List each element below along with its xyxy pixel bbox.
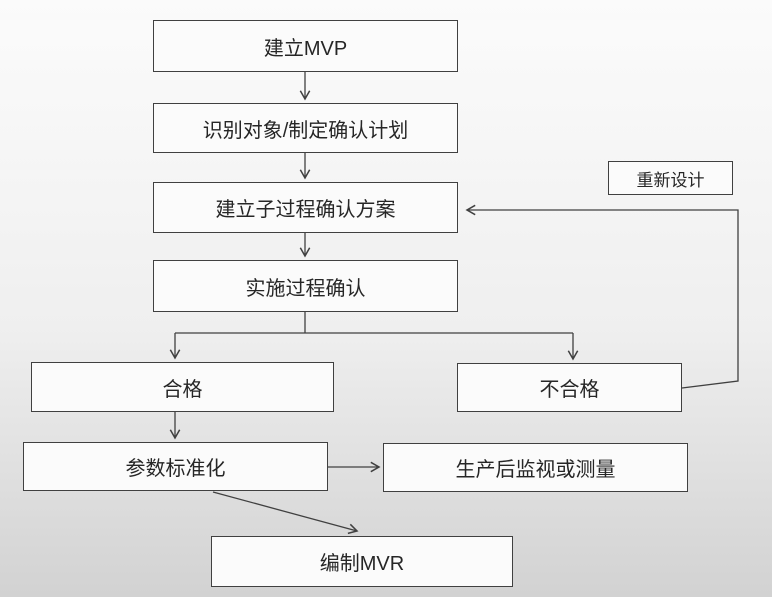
node-unqualified: 不合格 <box>457 363 682 412</box>
node-redesign-label: 重新设计 <box>608 161 733 195</box>
node-qualified: 合格 <box>31 362 334 412</box>
node-implement-confirmation: 实施过程确认 <box>153 260 458 312</box>
node-qualified-label: 合格 <box>162 378 203 401</box>
node-post-production-monitoring: 生产后监视或测量 <box>383 443 688 492</box>
node-subprocess-scheme-label: 建立子过程确认方案 <box>215 199 396 221</box>
edge-unqualified-feedback-to-subprocess <box>465 204 739 389</box>
node-build-mvp: 建立MVP <box>153 20 458 72</box>
node-implement-confirmation-label: 实施过程确认 <box>245 277 366 300</box>
node-subprocess-scheme: 建立子过程确认方案 <box>153 182 458 233</box>
node-identify-plan-label: 识别对象/制定确认计划 <box>202 119 409 142</box>
node-identify-plan: 识别对象/制定确认计划 <box>153 103 458 153</box>
node-redesign-label-text: 重新设计 <box>636 170 705 190</box>
node-compile-mvr: 编制MVR <box>211 536 513 587</box>
node-post-production-monitoring-label: 生产后监视或测量 <box>455 459 616 481</box>
edge-param-std-to-compile-mvr <box>212 491 359 535</box>
node-build-mvp-label: 建立MVP <box>263 37 348 60</box>
node-parameter-standardization: 参数标准化 <box>23 442 328 491</box>
node-unqualified-label: 不合格 <box>539 379 600 401</box>
node-parameter-standardization-label: 参数标准化 <box>125 458 226 480</box>
node-compile-mvr-label: 编制MVR <box>319 553 405 575</box>
